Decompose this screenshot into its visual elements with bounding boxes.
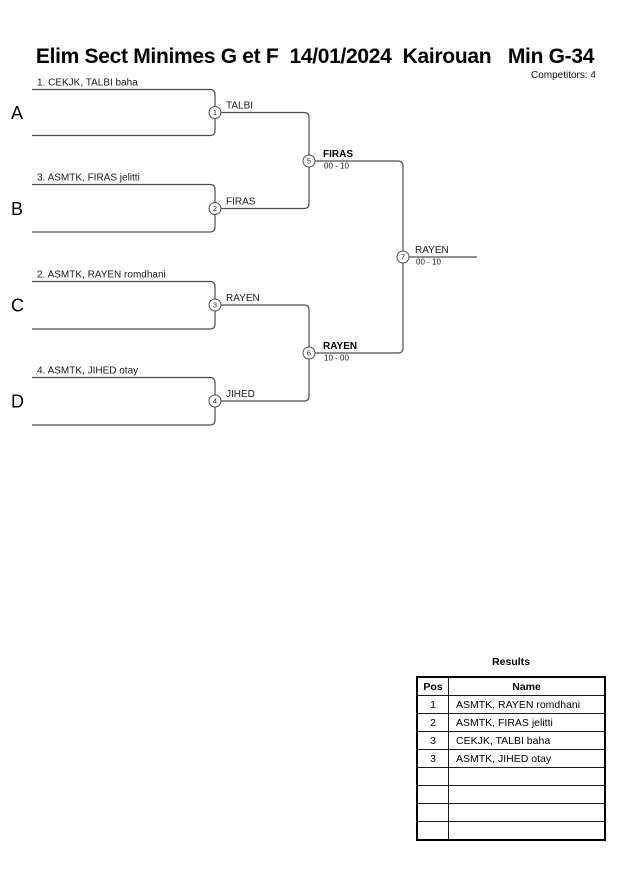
results-col-pos: Pos: [416, 676, 449, 696]
result-pos: [416, 803, 449, 822]
competitor-label-a: 1. CEKJK, TALBI baha: [37, 78, 138, 89]
match-6-winner-label: RAYEN: [323, 341, 357, 352]
match-5-winner-line: [309, 160, 404, 257]
match-2-number: 2: [213, 204, 217, 213]
match-2-node: [208, 202, 222, 215]
result-pos: [416, 821, 449, 841]
section-d-bracket-line: [32, 376, 216, 426]
results-row: 1 ASMTK, RAYEN romdhani: [416, 695, 606, 714]
result-name: CEKJK, TALBI baha: [448, 731, 606, 750]
match-7-score: 00 - 10: [416, 258, 441, 267]
match-2-winner-line: [215, 161, 310, 210]
match-3-number: 3: [213, 301, 217, 310]
competitor-label-c: 2. ASMTK, RAYEN romdhani: [37, 270, 166, 281]
result-pos: 2: [416, 713, 449, 732]
match-4-number: 4: [213, 397, 217, 406]
result-name: ASMTK, JIHED otay: [448, 749, 606, 768]
match-5-number: 5: [307, 157, 311, 166]
match-1-winner-label: TALBI: [226, 101, 253, 112]
match-4-winner-line: [215, 353, 310, 402]
match-7-node: [396, 250, 410, 264]
result-name: ASMTK, RAYEN romdhani: [448, 695, 606, 714]
match-5-score: 00 - 10: [324, 162, 349, 171]
results-header-row: Pos Name: [416, 676, 606, 696]
match-7-winner-label: RAYEN: [415, 245, 449, 256]
match-5-node: [302, 154, 316, 168]
competitors-count: Competitors: 4: [530, 70, 596, 81]
section-c-letter: C: [11, 296, 24, 316]
results-row: 3 ASMTK, JIHED otay: [416, 749, 606, 768]
results-title: Results: [492, 656, 530, 668]
results-col-name: Name: [448, 676, 606, 696]
result-name: [448, 821, 606, 841]
match-3-winner-label: RAYEN: [226, 293, 260, 304]
competitor-label-b: 3. ASMTK, FIRAS jelitti: [37, 173, 140, 184]
results-row: [416, 803, 606, 822]
competitor-labels: 1. CEKJK, TALBI baha 3. ASMTK, FIRAS jel…: [37, 78, 166, 377]
result-pos: [416, 785, 449, 804]
match-nodes: 1 2 3 4 5 6 7: [208, 106, 410, 408]
result-pos: [416, 767, 449, 786]
match-2-winner-label: FIRAS: [226, 197, 256, 208]
section-a-letter: A: [11, 103, 23, 123]
match-7-number: 7: [401, 253, 405, 262]
results-table: Pos Name 1 ASMTK, RAYEN romdhani 2 ASMTK…: [416, 676, 606, 841]
result-pos: 1: [416, 695, 449, 714]
match-3-node: [208, 298, 222, 312]
match-6-score: 10 - 00: [324, 354, 349, 363]
match-6-node: [302, 346, 316, 360]
result-name: [448, 785, 606, 804]
match-4-winner-label: JIHED: [226, 389, 255, 400]
match-1-number: 1: [213, 108, 217, 117]
section-a-bracket-line: [32, 88, 216, 137]
results-row: [416, 821, 606, 841]
section-c-bracket-line: [32, 280, 216, 330]
match-5-winner-label: FIRAS: [323, 149, 353, 160]
results-row: 3 CEKJK, TALBI baha: [416, 731, 606, 750]
match-1-winner-line: [215, 111, 310, 161]
section-b-bracket-line: [32, 183, 216, 233]
results-row: [416, 767, 606, 786]
match-6-winner-line: [309, 257, 404, 354]
result-pos: 3: [416, 749, 449, 768]
result-name: [448, 803, 606, 822]
competitor-label-d: 4. ASMTK, JIHED otay: [37, 366, 138, 377]
section-d-letter: D: [11, 392, 24, 412]
result-name: ASMTK, FIRAS jelitti: [448, 713, 606, 732]
page-title: Elim Sect Minimes G et F 14/01/2024 Kair…: [35, 45, 595, 68]
match-4-node: [208, 394, 222, 408]
result-pos: 3: [416, 731, 449, 750]
match-6-number: 6: [307, 349, 311, 358]
match-3-winner-line: [215, 304, 310, 353]
result-name: [448, 767, 606, 786]
section-letters: A B C D: [11, 103, 24, 412]
section-b-letter: B: [11, 199, 23, 219]
results-row: 2 ASMTK, FIRAS jelitti: [416, 713, 606, 732]
results-row: [416, 785, 606, 804]
winner-labels: TALBI FIRAS RAYEN JIHED FIRAS RAYEN RAYE…: [226, 101, 449, 401]
match-1-node: [208, 106, 222, 119]
